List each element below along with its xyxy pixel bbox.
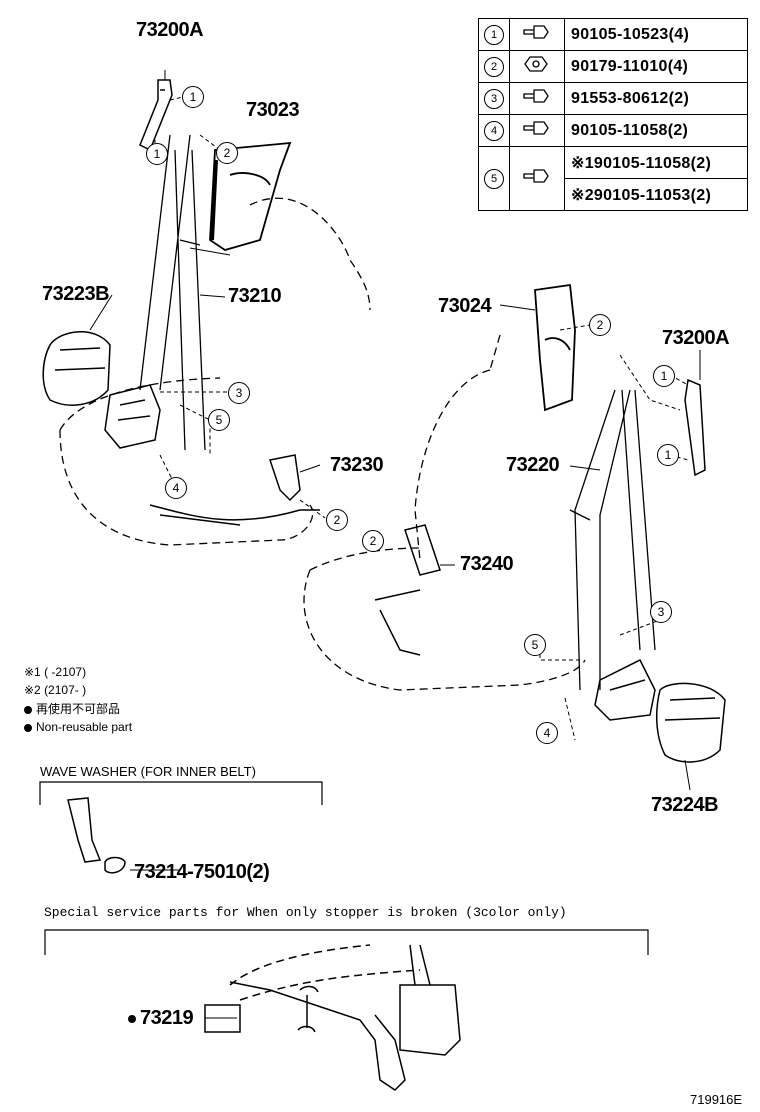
part-number: ※190105-11058(2): [564, 146, 748, 179]
belt-73210: [139, 134, 206, 451]
special-bracket: [44, 929, 649, 955]
drawing-number: 719916E: [690, 1092, 743, 1107]
part-label-73240: 73240: [460, 553, 514, 575]
part-label-73210: 73210: [228, 285, 282, 307]
row-number: 1: [484, 24, 504, 45]
ref-circle-1: 1: [146, 143, 168, 165]
table-row: ※290105-11053(2): [479, 178, 748, 211]
row-number: 3: [484, 88, 504, 109]
ref-circle-1: 1: [653, 365, 675, 387]
part-label-73220: 73220: [506, 454, 560, 476]
nut-icon: [524, 56, 548, 72]
table-row: 2 90179-11010(4): [478, 50, 748, 83]
special-service-title: Special service parts for When only stop…: [44, 905, 567, 920]
part-label-73024: 73024: [438, 295, 492, 317]
table-row: 1 90105-10523(4): [478, 18, 748, 51]
bolt-icon: [523, 121, 549, 135]
part-label-73224B: 73224B: [651, 794, 719, 816]
ref-circle-5: 5: [524, 634, 546, 656]
legend-nonreusable-jp: 再使用不可部品: [24, 703, 120, 716]
legend-note-1: ※1 ( -2107): [24, 665, 87, 679]
part-label-73223B: 73223B: [42, 283, 110, 305]
wave-washer-bracket: [39, 781, 323, 805]
legend-nonreusable-en: Non-reusable part: [24, 721, 132, 734]
belt-73220: [569, 389, 656, 691]
anchor-73200A-right: [684, 378, 706, 477]
ref-circle-2: 2: [589, 314, 611, 336]
retractor-right: [594, 658, 656, 721]
ref-circle-3: 3: [650, 601, 672, 623]
retractor-left: [104, 384, 161, 449]
row-number: 2: [484, 56, 504, 77]
part-label-73219: 73219: [128, 1008, 194, 1028]
wave-washer-buckle: [67, 797, 126, 874]
ref-circle-5: 5: [208, 409, 230, 431]
row-number: 5: [484, 168, 504, 189]
bolt-icon: [523, 169, 549, 183]
part-number: 90105-11058(2): [564, 114, 748, 147]
table-row: 5 ※190105-11058(2): [478, 146, 748, 211]
ref-circle-1: 1: [657, 444, 679, 466]
left-seat-outline: [59, 197, 371, 546]
part-number: 91553-80612(2): [564, 82, 748, 115]
legend-note-2: ※2 (2107- ): [24, 683, 87, 697]
table-row: 4 90105-11058(2): [478, 114, 748, 147]
part-number: 90179-11010(4): [564, 50, 748, 83]
cover-73223B: [42, 331, 111, 406]
ref-circle-2: 2: [216, 142, 238, 164]
part-label-73200A-right: 73200A: [662, 327, 730, 349]
stopper-73219-assembly: [229, 944, 421, 1001]
ref-circle-4: 4: [536, 722, 558, 744]
anchor-73200A-left: [139, 79, 173, 152]
nonreusable-dot-icon: [24, 723, 32, 732]
part-number: ※290105-11053(2): [564, 178, 748, 211]
buckle-73230: [149, 454, 320, 526]
part-label-73214: 73214-75010(2): [134, 861, 270, 883]
nonreusable-dot-icon: [24, 705, 32, 714]
part-label-73200A-top: 73200A: [136, 19, 204, 41]
bolt-icon: [523, 25, 549, 39]
cover-73224B: [655, 682, 726, 763]
ref-circle-4: 4: [165, 477, 187, 499]
wave-washer-title: WAVE WASHER (FOR INNER BELT): [40, 764, 256, 779]
row-number: 4: [484, 120, 504, 141]
ref-circle-3: 3: [228, 382, 250, 404]
pillar-trim-73023: [209, 141, 292, 251]
part-label-73230: 73230: [330, 454, 384, 476]
table-row: 3 91553-80612(2): [478, 82, 748, 115]
part-label-73023: 73023: [246, 99, 300, 121]
ref-circle-2: 2: [362, 530, 384, 552]
ref-circle-2: 2: [326, 509, 348, 531]
bolt-icon: [523, 89, 549, 103]
buckle-73240: [374, 524, 441, 656]
ref-circle-1: 1: [182, 86, 204, 108]
nonreusable-dot-icon: [128, 1014, 136, 1023]
fastener-table: 1 90105-10523(4) 2 90179-11010(4) 3 9155…: [478, 18, 748, 211]
part-number: 90105-10523(4): [564, 18, 748, 51]
pillar-trim-73024: [534, 283, 576, 412]
